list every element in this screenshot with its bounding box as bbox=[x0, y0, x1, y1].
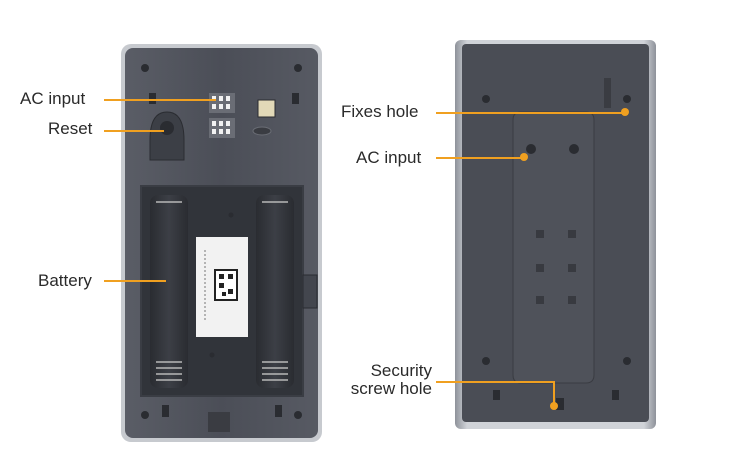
leader-battery bbox=[104, 280, 166, 282]
marker-ac-input-right bbox=[520, 153, 528, 161]
qr-label bbox=[196, 237, 248, 337]
marker-fixes-hole bbox=[621, 108, 629, 116]
leader-security-horizontal bbox=[436, 381, 554, 383]
device-back-open bbox=[121, 44, 322, 442]
leader-ac-input-left bbox=[104, 99, 216, 101]
battery-left bbox=[150, 195, 188, 388]
marker-security-screw bbox=[550, 402, 558, 410]
label-reset: Reset bbox=[48, 119, 93, 138]
label-security-line1: Security bbox=[370, 361, 432, 380]
ac-terminal bbox=[209, 93, 235, 138]
label-ac-input-left: AC input bbox=[20, 89, 86, 108]
leader-reset bbox=[104, 130, 164, 132]
label-fixes-hole: Fixes hole bbox=[341, 102, 419, 121]
leader-ac-input-right bbox=[436, 157, 524, 159]
leader-security-vertical bbox=[553, 381, 555, 405]
device-back-closed bbox=[455, 40, 656, 429]
reset-button bbox=[149, 111, 185, 161]
label-battery: Battery bbox=[38, 271, 92, 290]
battery-right bbox=[256, 195, 294, 388]
leader-fixes-hole bbox=[436, 112, 624, 114]
label-security-line2: screw hole bbox=[350, 379, 432, 398]
label-ac-input-right: AC input bbox=[356, 148, 422, 167]
